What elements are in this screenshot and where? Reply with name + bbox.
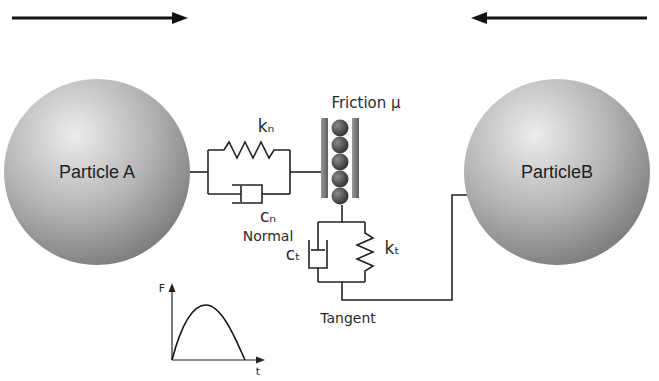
element-label: Tangent [320,311,376,325]
force-plot [169,283,266,364]
element-label: Friction μ [331,96,400,111]
damper-symbol [208,185,290,203]
element-label: kₜ [385,240,400,257]
normal-element [190,142,322,203]
tangent-element [309,195,467,300]
axis-label: t [256,366,260,377]
particle-label: ParticleB [521,162,593,183]
axis-label: F [159,283,165,294]
friction-symbol [321,118,359,205]
particle-disc [4,79,190,265]
spring-symbol [208,142,290,158]
damper-symbol [309,222,327,282]
wire [342,195,467,300]
element-label: Normal [243,229,294,243]
element-label: cₜ [286,246,300,263]
element-label: cₙ [260,208,276,225]
particle-circle: ParticleB [463,78,651,266]
particle-label: Particle A [59,162,135,183]
motion-arrow [471,12,647,24]
element-label: kₙ [258,118,275,135]
spring-symbol [357,222,373,282]
particle-disc [464,79,650,265]
motion-arrow [12,12,188,24]
particle-circle: Particle A [3,78,191,266]
